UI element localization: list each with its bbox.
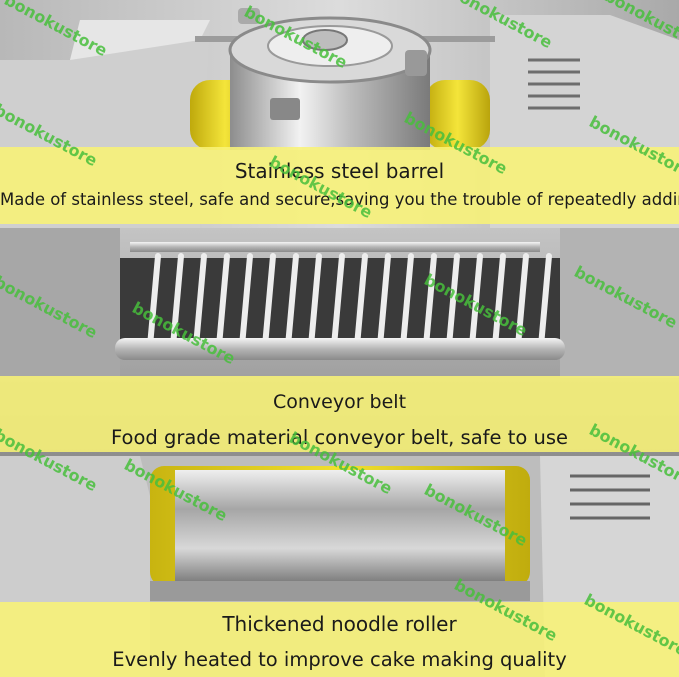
conveyor-slat bbox=[377, 253, 391, 349]
conveyor-slat bbox=[216, 253, 230, 349]
conveyor-slat bbox=[147, 253, 161, 349]
roller-caption: Thickened noodle roller Evenly heated to… bbox=[0, 602, 679, 677]
conveyor-slat bbox=[308, 253, 322, 349]
conveyor-caption: Conveyor belt Food grade material convey… bbox=[0, 376, 679, 452]
conveyor-slat bbox=[354, 253, 368, 349]
conveyor-slat bbox=[285, 253, 299, 349]
conveyor-slat bbox=[423, 253, 437, 349]
roller-panel: Thickened noodle roller Evenly heated to… bbox=[0, 456, 679, 677]
conveyor-slat bbox=[331, 253, 345, 349]
barrel-title: Stainless steel barrel bbox=[234, 159, 445, 183]
roller-title: Thickened noodle roller bbox=[222, 612, 457, 636]
conveyor-slat bbox=[170, 253, 184, 349]
conveyor-slat bbox=[239, 253, 253, 349]
barrel-subtitle: Made of stainless steel, safe and secure… bbox=[0, 190, 679, 209]
conveyor-slat bbox=[492, 253, 506, 349]
conveyor-slat bbox=[262, 253, 276, 349]
barrel-caption: Stainless steel barrel Made of stainless… bbox=[0, 147, 679, 224]
conveyor-slat bbox=[538, 253, 552, 349]
roller-subtitle: Evenly heated to improve cake making qua… bbox=[112, 648, 567, 671]
conveyor-slat bbox=[469, 253, 483, 349]
conveyor-slat bbox=[193, 253, 207, 349]
barrel-panel: Stainless steel barrel Made of stainless… bbox=[0, 0, 679, 228]
conveyor-slat bbox=[400, 253, 414, 349]
conveyor-panel: Conveyor belt Food grade material convey… bbox=[0, 228, 679, 456]
conveyor-slat bbox=[515, 253, 529, 349]
conveyor-subtitle: Food grade material conveyor belt, safe … bbox=[111, 426, 568, 449]
conveyor-slat bbox=[446, 253, 460, 349]
conveyor-title: Conveyor belt bbox=[272, 391, 407, 413]
